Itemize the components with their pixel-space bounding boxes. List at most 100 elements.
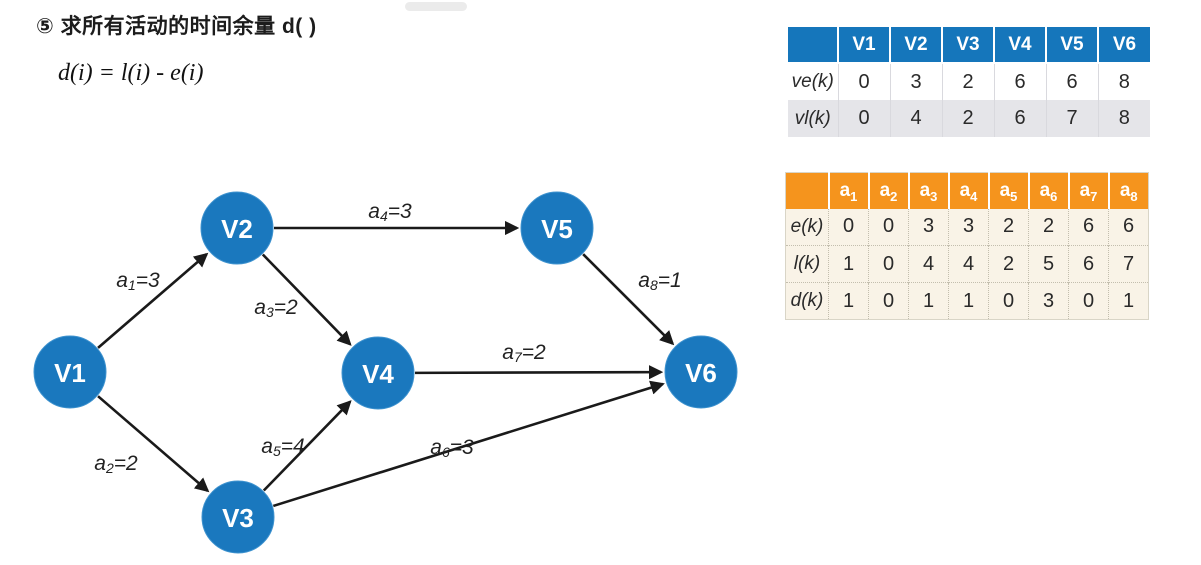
activity-value-cell: 0 xyxy=(868,208,909,246)
graph-node-label-V4: V4 xyxy=(362,359,394,389)
vertex-corner-cell xyxy=(788,27,838,64)
activity-column-header: a5 xyxy=(987,172,1029,209)
subscript: 5 xyxy=(1010,188,1018,204)
activity-value-cell: 0 xyxy=(988,282,1029,320)
activity-value-cell: 1 xyxy=(1108,282,1149,320)
graph-node-label-V3: V3 xyxy=(222,503,254,533)
activity-column-header: a7 xyxy=(1067,172,1109,209)
activity-column-header: a3 xyxy=(907,172,949,209)
activity-value-cell: 1 xyxy=(908,282,949,320)
subscript: 4 xyxy=(970,188,978,204)
activity-value-cell: 0 xyxy=(1068,282,1109,320)
slack-formula: d(i) = l(i) - e(i) xyxy=(58,60,204,86)
vertex-row-label: vl(k) xyxy=(788,100,838,137)
edge-label-a5: a5=4 xyxy=(261,435,304,459)
activity-value-cell: 3 xyxy=(948,208,989,246)
activity-row-label: d(k) xyxy=(785,282,829,320)
activity-column-header: a8 xyxy=(1107,172,1149,209)
edge-a1 xyxy=(97,252,209,349)
activity-value-cell: 3 xyxy=(1028,282,1069,320)
vertex-column-header: V1 xyxy=(837,27,890,64)
subscript: 3 xyxy=(930,188,938,204)
subscript: 8 xyxy=(1130,188,1138,204)
vertex-column-header: V2 xyxy=(889,27,942,64)
graph-node-V5 xyxy=(520,191,594,265)
activity-row-label: e(k) xyxy=(785,208,829,246)
subscript: 6 xyxy=(1050,188,1058,204)
edge-a3 xyxy=(261,253,352,346)
vertex-row-label: ve(k) xyxy=(791,71,834,92)
vertex-value-cell: 0 xyxy=(837,63,890,100)
edge-a5 xyxy=(262,400,352,492)
graph-node-V1 xyxy=(33,335,107,409)
activity-row-label: l(k) xyxy=(785,245,829,283)
activity-value-cell: 2 xyxy=(988,208,1029,246)
graph-node-label-V1: V1 xyxy=(54,358,86,388)
activity-value-cell: 0 xyxy=(868,245,909,283)
activity-column-header: a4 xyxy=(947,172,989,209)
edge-label-a7: a7=2 xyxy=(502,341,546,365)
edge-label-a2: a2=2 xyxy=(94,452,138,476)
subscript: 2 xyxy=(890,188,898,204)
graph-node-label-V2: V2 xyxy=(221,214,253,244)
activity-value-cell: 4 xyxy=(948,245,989,283)
activity-column-header: a6 xyxy=(1027,172,1069,209)
activity-value-cell: 7 xyxy=(1108,245,1149,283)
vertex-value-cell: 3 xyxy=(889,63,942,100)
activity-value-cell: 2 xyxy=(1028,208,1069,246)
graph-node-V3 xyxy=(201,480,275,554)
edge-label-a4: a4=3 xyxy=(368,200,412,224)
graph-node-label-V5: V5 xyxy=(541,214,573,244)
graph-node-V4 xyxy=(341,336,415,410)
vertex-value-cell: 2 xyxy=(941,63,994,100)
graph-node-V2 xyxy=(200,191,274,265)
activity-corner-cell xyxy=(785,172,829,209)
vertex-value-cell: 6 xyxy=(1045,63,1098,100)
vertex-value-cell: 8 xyxy=(1097,63,1150,100)
graph-node-label-V6: V6 xyxy=(685,358,717,388)
activity-value-cell: 1 xyxy=(948,282,989,320)
top-smudge xyxy=(405,2,467,11)
activity-value-cell: 3 xyxy=(908,208,949,246)
edge-label-a8: a8=1 xyxy=(638,269,681,293)
activity-value-cell: 0 xyxy=(868,282,909,320)
activity-value-cell: 2 xyxy=(988,245,1029,283)
vertex-column-header: V5 xyxy=(1045,27,1098,64)
edge-label-a1: a1=3 xyxy=(116,269,160,293)
vertex-value-cell: 6 xyxy=(993,100,1046,137)
activity-value-cell: 0 xyxy=(828,208,869,246)
edge-a2 xyxy=(97,395,210,493)
activity-value-cell: 1 xyxy=(828,282,869,320)
edge-a7 xyxy=(414,365,664,380)
activity-value-cell: 1 xyxy=(828,245,869,283)
vertex-value-cell: 2 xyxy=(941,100,994,137)
subscript: 1 xyxy=(850,188,858,204)
vertex-value-cell: 7 xyxy=(1045,100,1098,137)
vertex-value-cell: 8 xyxy=(1097,100,1150,137)
activity-value-cell: 6 xyxy=(1108,208,1149,246)
vertex-column-header: V6 xyxy=(1097,27,1150,64)
vertex-value-cell: 4 xyxy=(889,100,942,137)
activity-value-cell: 6 xyxy=(1068,245,1109,283)
edge-a6 xyxy=(272,380,665,508)
subscript: 7 xyxy=(1090,188,1098,204)
vertex-column-header: V3 xyxy=(941,27,994,64)
activity-column-header: a1 xyxy=(827,172,869,209)
graph-node-V6 xyxy=(664,335,738,409)
edge-a8 xyxy=(582,253,675,346)
activity-value-cell: 6 xyxy=(1068,208,1109,246)
activity-value-cell: 5 xyxy=(1028,245,1069,283)
page-title: ⑤ 求所有活动的时间余量 d( ) xyxy=(36,15,317,38)
activity-value-cell: 4 xyxy=(908,245,949,283)
